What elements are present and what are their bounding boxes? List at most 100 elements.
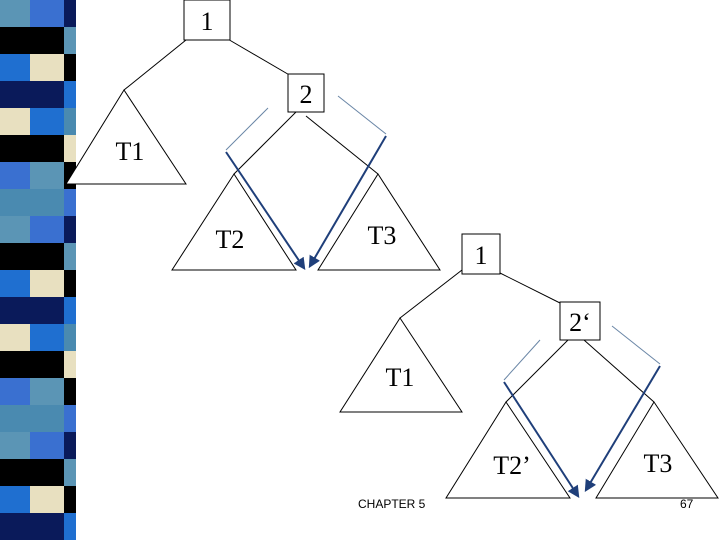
strip-block xyxy=(64,54,76,81)
edge-d2-root-t1 xyxy=(399,269,463,319)
diagram-2: 1 2‘ T1 T2’ T3 xyxy=(339,233,719,499)
strip-block xyxy=(64,108,76,135)
strip-block xyxy=(64,324,76,351)
strip-block xyxy=(0,405,30,432)
strip-block xyxy=(64,0,76,27)
strip-block xyxy=(64,216,76,243)
strip-block xyxy=(0,81,30,108)
subtree-d1-t3-label: T3 xyxy=(368,221,397,250)
strip-block xyxy=(0,324,30,351)
subtree-d1-t1 xyxy=(65,89,187,185)
subtree-d2-t3-label: T3 xyxy=(644,449,673,478)
subtree-d1-t1-label: T1 xyxy=(116,137,145,166)
strip-block xyxy=(0,378,30,405)
edge-d2-root-child xyxy=(497,271,567,307)
strip-block xyxy=(30,351,64,378)
strip-block xyxy=(0,162,30,189)
strip-block xyxy=(30,135,64,162)
strip-block xyxy=(0,243,30,270)
strip-block xyxy=(64,378,76,405)
footer-chapter: CHAPTER 5 xyxy=(358,497,426,511)
strip-block xyxy=(30,162,64,189)
strip-block xyxy=(30,297,64,324)
strip-block xyxy=(30,513,64,540)
strip-block xyxy=(64,81,76,108)
strip-block xyxy=(64,270,76,297)
node-d2-child-label: 2‘ xyxy=(569,308,591,337)
rotation-arrow-d1-right xyxy=(308,135,387,269)
rotation-arrow-d2-right-guide xyxy=(611,325,661,365)
strip-block xyxy=(0,297,30,324)
strip-block xyxy=(0,54,30,81)
strip-block xyxy=(64,297,76,324)
strip-block xyxy=(30,324,64,351)
strip-block xyxy=(30,270,64,297)
strip-block xyxy=(64,351,76,378)
strip-block xyxy=(0,513,30,540)
subtree-d1-t3 xyxy=(317,173,441,271)
edge-d1-root-child xyxy=(225,37,299,81)
strip-block xyxy=(0,216,30,243)
subtree-d2-t1 xyxy=(339,317,463,413)
strip-block xyxy=(30,108,64,135)
subtree-d1-t2 xyxy=(171,173,297,271)
strip-block xyxy=(0,27,30,54)
edge-d1-child-t2 xyxy=(233,111,297,175)
node-d1-child-label: 2 xyxy=(300,80,313,109)
strip-block xyxy=(0,135,30,162)
node-d2-root-label: 1 xyxy=(475,241,488,270)
strip-block xyxy=(64,405,76,432)
strip-block xyxy=(0,0,30,27)
rotation-arrow-d2-left xyxy=(503,381,580,499)
strip-block xyxy=(64,432,76,459)
strip-block xyxy=(64,486,76,513)
strip-block xyxy=(64,27,76,54)
strip-block xyxy=(64,243,76,270)
strip-block xyxy=(0,189,30,216)
rotation-arrow-d1-left xyxy=(225,151,306,270)
strip-block xyxy=(30,405,64,432)
node-d2-root xyxy=(461,233,501,275)
node-d2-child xyxy=(559,301,601,341)
strip-block xyxy=(64,513,76,540)
strip-block xyxy=(30,243,64,270)
strip-block xyxy=(30,486,64,513)
rotation-arrow-d1-right-guide xyxy=(337,95,387,135)
strip-block xyxy=(30,459,64,486)
edge-d2-child-t3 xyxy=(583,339,655,403)
strip-block xyxy=(30,54,64,81)
strip-block xyxy=(30,432,64,459)
subtree-d2-t1-label: T1 xyxy=(386,363,415,392)
footer-page-number: 67 xyxy=(680,497,694,511)
edge-d2-child-t2 xyxy=(505,339,569,403)
strip-block xyxy=(30,81,64,108)
strip-block xyxy=(0,459,30,486)
rotation-arrow-d2-right xyxy=(584,365,661,493)
strip-block xyxy=(0,108,30,135)
decorative-side-strip xyxy=(0,0,76,540)
strip-block xyxy=(64,135,76,162)
strip-block xyxy=(30,378,64,405)
strip-block xyxy=(64,459,76,486)
edge-d1-child-t3 xyxy=(305,115,379,175)
strip-block xyxy=(64,189,76,216)
subtree-d2-t2-label: T2’ xyxy=(493,451,531,480)
strip-block xyxy=(0,486,30,513)
strip-block xyxy=(0,351,30,378)
subtree-d2-t3 xyxy=(595,401,719,499)
node-d1-child xyxy=(287,73,325,113)
strip-block xyxy=(30,216,64,243)
node-d1-root xyxy=(183,0,231,41)
node-d1-root-label: 1 xyxy=(201,7,214,36)
rotation-arrow-d1-left-guide xyxy=(225,107,269,151)
strip-block xyxy=(30,27,64,54)
rotation-arrow-d2-left-guide xyxy=(503,339,541,381)
diagram-1: 1 2 T1 T2 T3 xyxy=(65,0,441,271)
edge-d1-root-t1 xyxy=(123,39,187,91)
strip-block xyxy=(30,189,64,216)
strip-block xyxy=(0,432,30,459)
subtree-d2-t2 xyxy=(445,401,571,499)
subtree-d1-t2-label: T2 xyxy=(216,225,245,254)
strip-block xyxy=(0,270,30,297)
